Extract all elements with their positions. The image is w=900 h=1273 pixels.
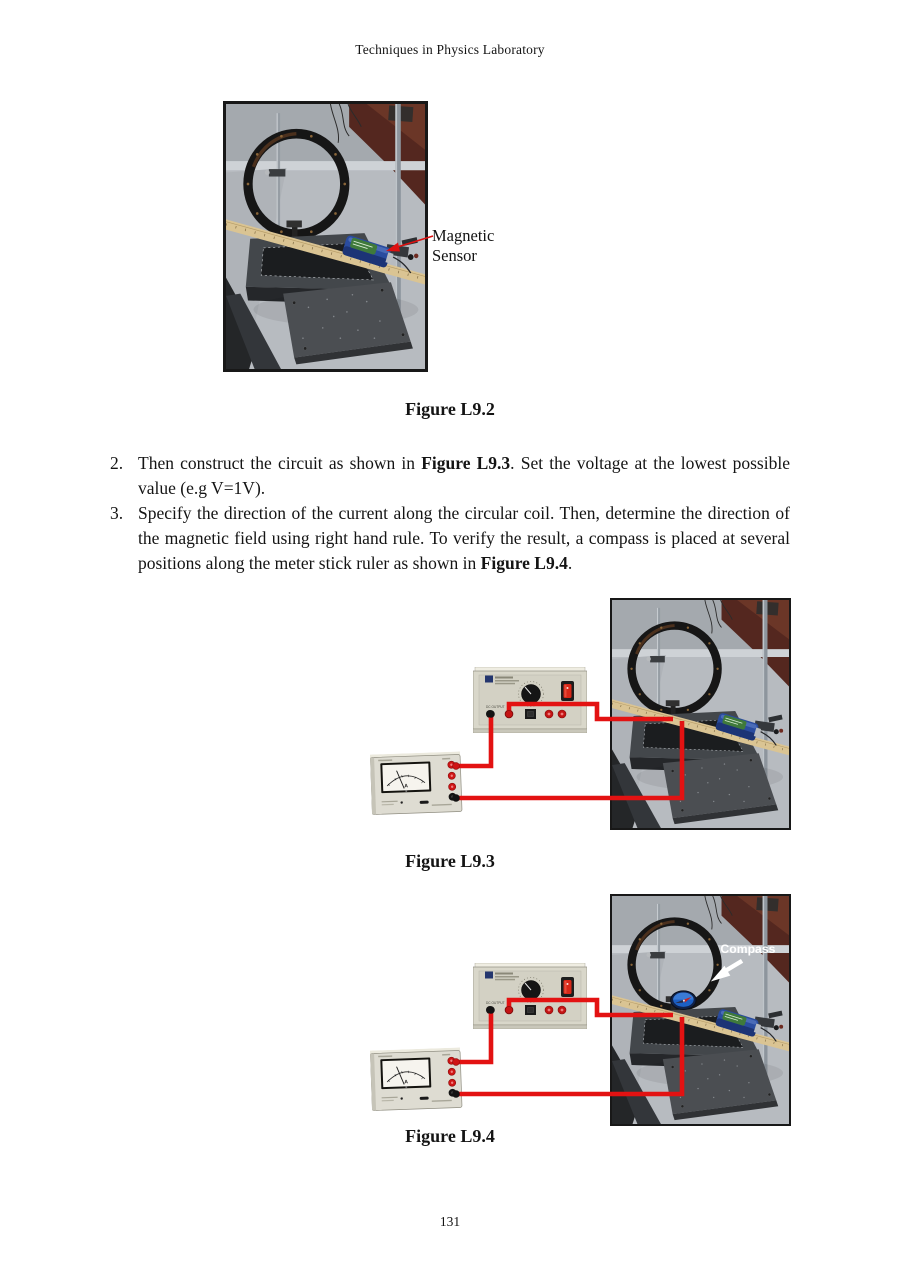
red-arrow-icon bbox=[386, 235, 434, 252]
figure-l92-caption: Figure L9.2 bbox=[405, 399, 495, 419]
page-number: 131 bbox=[439, 1214, 461, 1229]
ammeter-illustration bbox=[369, 751, 463, 816]
circuit-wires bbox=[456, 701, 685, 801]
figure-l94-photo: Compass bbox=[610, 894, 791, 1126]
psu-positive-terminal bbox=[505, 710, 513, 718]
circuit-wires bbox=[456, 997, 685, 1097]
ammeter-illustration bbox=[369, 1047, 463, 1112]
lab-scene-illustration: Compass bbox=[612, 896, 789, 1124]
page-header-title: Techniques in Physics Laboratory bbox=[355, 42, 545, 57]
list-item-3: 3. Specify the direction of the current … bbox=[110, 501, 790, 576]
psu-negative-terminal bbox=[487, 710, 495, 718]
list-item-3-text: Specify the direction of the current alo… bbox=[138, 503, 790, 573]
white-arrow-icon bbox=[710, 958, 744, 982]
figure-l93-circuit-overlay bbox=[369, 667, 685, 816]
figure-l94-reference: Figure L9.4 bbox=[480, 553, 568, 573]
ammeter-input-terminal bbox=[452, 1058, 460, 1066]
list-item-2-text: Then construct the circuit as shown in F… bbox=[138, 453, 790, 498]
figure-l93-reference: Figure L9.3 bbox=[421, 453, 511, 473]
ammeter-common-terminal bbox=[452, 794, 460, 802]
procedure-list: 2. Then construct the circuit as shown i… bbox=[110, 451, 790, 576]
compass-annotation: Compass bbox=[720, 942, 775, 956]
psu-negative-terminal bbox=[487, 1006, 495, 1014]
ammeter-input-terminal bbox=[452, 762, 460, 770]
figure-l93-photo bbox=[610, 598, 791, 830]
ammeter-common-terminal bbox=[452, 1090, 460, 1098]
figure-l92-photo bbox=[223, 101, 428, 372]
figure-l93-caption: Figure L9.3 bbox=[405, 851, 495, 871]
list-item-3-number: 3. bbox=[110, 503, 124, 523]
list-item-2-number: 2. bbox=[110, 453, 124, 473]
annotation-line-2: Sensor bbox=[432, 246, 477, 265]
magnetic-sensor-annotation: Magnetic Sensor bbox=[432, 226, 494, 266]
list-item-2: 2. Then construct the circuit as shown i… bbox=[110, 451, 790, 501]
compass-illustration bbox=[670, 990, 697, 1010]
annotation-line-1: Magnetic bbox=[432, 226, 495, 245]
psu-positive-terminal bbox=[505, 1006, 513, 1014]
figure-l94-circuit-overlay bbox=[369, 963, 685, 1112]
figure-l94-caption: Figure L9.4 bbox=[405, 1126, 495, 1146]
